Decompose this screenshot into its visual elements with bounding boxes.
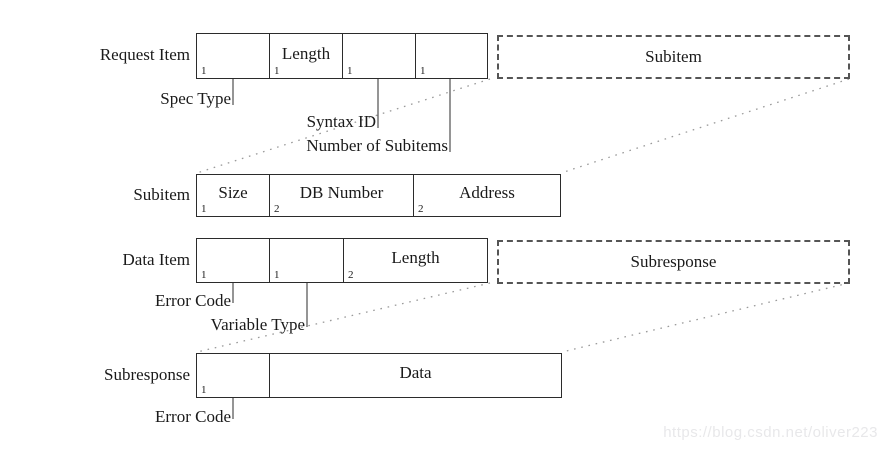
field-byte-count: 1 [201, 203, 207, 215]
subitem-field-address: Address 2 [413, 174, 561, 217]
callout-error-code-subresponse: Error Code [154, 407, 231, 426]
field-name: Address [459, 183, 515, 202]
dotted-connector-subitem-right [560, 78, 850, 174]
subitem-field-db-number: DB Number 2 [269, 174, 414, 217]
row-label-subresponse: Subresponse [104, 365, 190, 384]
placeholder-label: Subitem [645, 47, 702, 66]
data-item-field-error-code: 1 [196, 238, 270, 283]
callout-spec-type: Spec Type [160, 89, 231, 108]
field-name: Size [218, 183, 248, 202]
field-byte-count: 1 [274, 269, 280, 281]
field-name: Length [281, 43, 331, 63]
callout-error-code-data-item: Error Code [154, 291, 231, 310]
field-byte-count: 2 [274, 203, 280, 215]
request-item-field-length: Length 1 [269, 33, 343, 79]
request-item-subitem-placeholder-box: Subitem [497, 35, 850, 79]
watermark-text: https://blog.csdn.net/oliver223 [663, 424, 878, 441]
field-name: DB Number [299, 183, 384, 202]
data-item-subresponse-placeholder-box: Subresponse [497, 240, 850, 284]
request-item-field-spec-type: 1 [196, 33, 270, 79]
field-byte-count: 1 [201, 384, 207, 396]
field-byte-count: 1 [274, 65, 280, 77]
field-byte-count: 1 [420, 65, 426, 77]
field-byte-count: 1 [201, 269, 207, 281]
row-label-subitem: Subitem [133, 185, 190, 204]
callout-number-of-subitems: Number of Subitems [306, 136, 448, 155]
row-label-data-item: Data Item [122, 250, 191, 269]
callout-syntax-id: Syntax ID [306, 112, 376, 131]
callout-variable-type: Variable Type [210, 315, 305, 334]
data-item-field-variable-type: 1 [269, 238, 344, 283]
field-name: Data [399, 363, 432, 382]
placeholder-label: Subresponse [630, 252, 717, 271]
request-item-field-number-of-subitems: 1 [415, 33, 488, 79]
dotted-connector-subresponse-right [561, 282, 850, 353]
request-item-field-syntax-id: 1 [342, 33, 416, 79]
subresponse-field-error-code: 1 [196, 353, 270, 398]
field-byte-count: 2 [418, 203, 424, 215]
data-item-field-length: Length 2 [343, 238, 488, 283]
field-name: Length [391, 248, 440, 267]
subitem-field-size: Size 1 [196, 174, 270, 217]
field-byte-count: 1 [347, 65, 353, 77]
field-byte-count: 1 [201, 65, 207, 77]
subresponse-field-data: Data [269, 353, 562, 398]
row-label-request-item: Request Item [99, 45, 190, 64]
field-byte-count: 2 [348, 269, 354, 281]
